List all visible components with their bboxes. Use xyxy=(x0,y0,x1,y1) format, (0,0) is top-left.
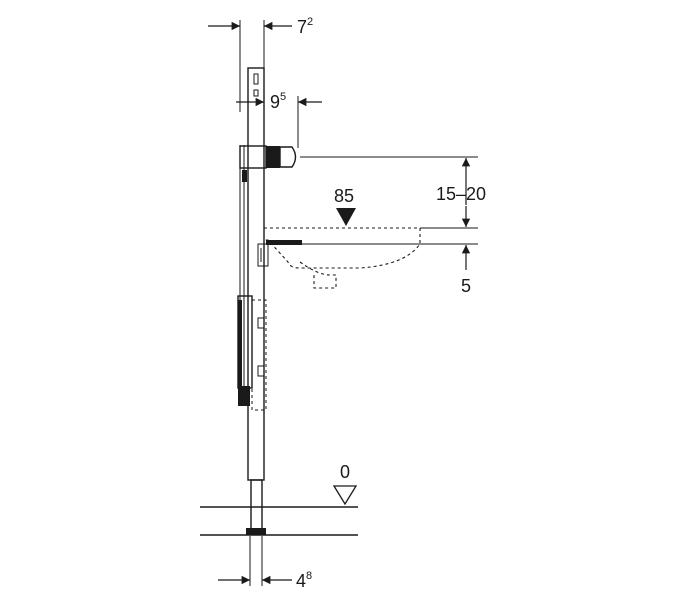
wash-basin xyxy=(257,227,421,289)
floor xyxy=(200,506,358,536)
dim-frame-width: 72 xyxy=(208,16,313,112)
cistern-base xyxy=(238,386,250,406)
connection-fitting xyxy=(266,146,280,168)
cistern-outline xyxy=(251,299,267,411)
foot-width-label: 48 xyxy=(296,570,312,591)
cistern-unit xyxy=(237,295,267,411)
connection-valve xyxy=(242,170,247,182)
reference-lines xyxy=(300,156,478,245)
height-marker: 85 xyxy=(334,186,356,226)
frame-foot xyxy=(246,528,266,535)
basin-siphon xyxy=(299,261,337,289)
floor-level-marker: 0 xyxy=(332,462,358,506)
frame-profile xyxy=(247,67,265,481)
dim-foot-width: 48 xyxy=(218,536,312,591)
installation-frame xyxy=(239,67,266,535)
frame-slot xyxy=(253,73,259,85)
dim-outlet-offset: 95 xyxy=(236,91,322,148)
basin-height-label: 85 xyxy=(334,186,354,206)
outlet-offset-label: 95 xyxy=(270,91,286,112)
drain-rod xyxy=(266,240,302,245)
dim-basin-drop: 5 xyxy=(461,245,471,296)
outlet-range-label: 15–20 xyxy=(436,184,486,204)
dim-outlet-range: 15–20 xyxy=(436,158,486,227)
basin-outline xyxy=(264,227,421,269)
connection-nozzle xyxy=(279,146,297,168)
supply-connection xyxy=(239,145,297,182)
floor-level-label: 0 xyxy=(340,462,350,482)
frame-slot xyxy=(253,89,259,97)
basin-drop-label: 5 xyxy=(461,276,471,296)
frame-leg xyxy=(250,479,263,531)
basin-bracket xyxy=(257,243,269,267)
frame-width-label: 72 xyxy=(297,16,313,37)
floor-level-triangle xyxy=(332,485,358,506)
basin-height-triangle xyxy=(336,208,356,226)
